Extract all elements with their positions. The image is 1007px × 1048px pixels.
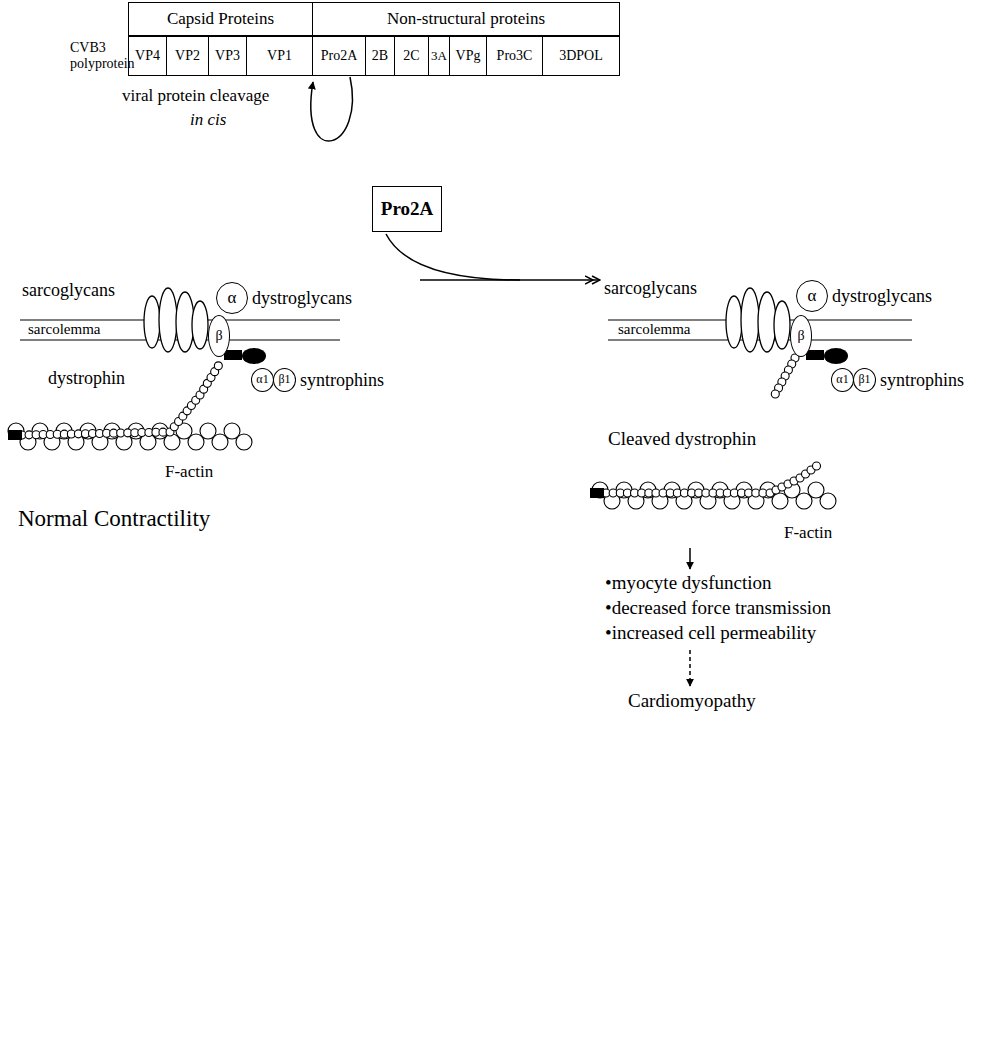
beta-dystroglycan: β bbox=[208, 315, 230, 357]
node-text: Pro2A bbox=[321, 48, 358, 63]
node-text: α bbox=[228, 289, 237, 308]
polyprotein-segment: VP1 bbox=[246, 36, 313, 76]
protease-path bbox=[386, 234, 520, 280]
syntrophin-circle: α1 bbox=[831, 368, 854, 392]
dashed-arrow bbox=[689, 650, 691, 686]
header-box: Capsid Proteins bbox=[128, 2, 313, 36]
polyprotein-segment: Pro2A bbox=[312, 36, 366, 76]
node-text: VPg bbox=[456, 48, 481, 63]
alpha-dystroglycan: α bbox=[216, 282, 248, 314]
node-text: β1 bbox=[278, 373, 290, 386]
header-box: Non-structural proteins bbox=[312, 2, 620, 36]
node-text: 2C bbox=[403, 48, 419, 63]
process-label: viral protein cleavage bbox=[122, 86, 269, 106]
part-label: dystroglycans bbox=[252, 288, 352, 309]
cleavage-loop bbox=[311, 77, 353, 141]
part-label: syntrophins bbox=[300, 370, 384, 391]
dystrophin-bead bbox=[214, 362, 222, 370]
dystrophin-bead bbox=[771, 390, 779, 398]
node-text: β bbox=[215, 328, 222, 343]
node-text: VP2 bbox=[175, 48, 200, 63]
part-label: dystrophin bbox=[48, 368, 125, 389]
dystrophin-domain bbox=[224, 350, 242, 360]
sarcoglycan bbox=[774, 301, 790, 349]
sarcoglycan bbox=[741, 288, 759, 352]
node-text: Non-structural proteins bbox=[387, 10, 545, 29]
part-label: sarcoglycans bbox=[604, 278, 697, 299]
sarcoglycan bbox=[726, 296, 742, 348]
sarcoglycan bbox=[192, 301, 208, 349]
node-text: β bbox=[797, 328, 804, 343]
part-label: F-actin bbox=[784, 523, 832, 543]
dystrobrevin-blob bbox=[242, 348, 266, 364]
dystrobrevin-blob bbox=[824, 348, 848, 364]
dystrophin-domain bbox=[806, 350, 824, 360]
sarcoglycan bbox=[144, 296, 160, 348]
protease-box: Pro2A bbox=[372, 186, 442, 232]
node-text: VP4 bbox=[135, 48, 160, 63]
part-label: sarcolemma bbox=[28, 321, 100, 338]
syntrophin-circle: β1 bbox=[853, 368, 876, 392]
node-text: VP3 bbox=[215, 48, 240, 63]
actin-bead bbox=[32, 423, 48, 439]
part-label: dystroglycans bbox=[832, 286, 932, 307]
node-text: Capsid Proteins bbox=[167, 10, 274, 29]
polyprotein-segment: VPg bbox=[449, 36, 487, 76]
node-text: β1 bbox=[858, 373, 870, 386]
alpha-dystroglycan: α bbox=[796, 280, 828, 312]
node-text: Pro2A bbox=[381, 199, 433, 220]
state-label: Normal Contractility bbox=[18, 506, 210, 532]
transition-arrow bbox=[420, 279, 600, 281]
actin-bead bbox=[236, 434, 252, 450]
polyprotein-segment: 2B bbox=[365, 36, 395, 76]
node-text: 3DPOL bbox=[559, 48, 603, 63]
actin-bead bbox=[820, 493, 836, 509]
actin-bead bbox=[736, 482, 752, 498]
node-text: VP1 bbox=[267, 48, 292, 63]
down-arrow bbox=[689, 548, 691, 569]
outcome-label: Cardiomyopathy bbox=[628, 690, 756, 712]
node-text: 2B bbox=[372, 48, 388, 63]
part-label: sarcoglycans bbox=[22, 280, 115, 301]
polyprotein-segment: VP2 bbox=[166, 36, 209, 76]
polyprotein-label: CVB3 polyprotein bbox=[70, 40, 135, 72]
effect-item: •increased cell permeability bbox=[605, 622, 816, 644]
polyprotein-segment: VP3 bbox=[208, 36, 247, 76]
process-label: in cis bbox=[190, 110, 226, 130]
part-label: sarcolemma bbox=[618, 321, 690, 338]
part-label: F-actin bbox=[165, 462, 213, 482]
dystrophin-end bbox=[590, 488, 604, 498]
actin-bead bbox=[616, 482, 632, 498]
polyprotein-segment: 3DPOL bbox=[542, 36, 620, 76]
polyprotein-segment: Pro3C bbox=[486, 36, 543, 76]
dystrophin-end bbox=[8, 430, 22, 440]
part-label: syntrophins bbox=[880, 370, 964, 391]
sarcoglycan bbox=[758, 292, 776, 352]
actin-bead bbox=[8, 423, 24, 439]
node-text: α1 bbox=[836, 373, 848, 386]
syntrophin-circle: α1 bbox=[251, 368, 274, 392]
sarcoglycan bbox=[176, 292, 194, 352]
beta-dystroglycan: β bbox=[790, 315, 812, 357]
polyprotein-segment: 3A bbox=[428, 36, 450, 76]
actin-bead bbox=[688, 482, 704, 498]
protein-chains bbox=[8, 354, 836, 509]
sarcoglycan bbox=[159, 288, 177, 352]
node-text: 3A bbox=[431, 49, 447, 63]
node-text: Pro3C bbox=[497, 48, 533, 63]
actin-bead bbox=[80, 423, 96, 439]
effect-item: •myocyte dysfunction bbox=[605, 572, 772, 594]
polyprotein-segment: 2C bbox=[394, 36, 429, 76]
dystrophin-bead bbox=[813, 462, 821, 470]
state-label: Cleaved dystrophin bbox=[608, 428, 756, 450]
node-text: α bbox=[808, 287, 817, 306]
effect-item: •decreased force transmission bbox=[605, 597, 831, 619]
node-text: α1 bbox=[256, 373, 268, 386]
syntrophin-circle: β1 bbox=[273, 368, 296, 392]
